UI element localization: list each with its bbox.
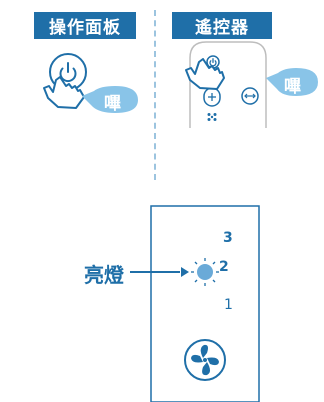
beep-label-left: 嗶 — [104, 94, 121, 114]
section-divider — [154, 10, 156, 180]
remote-plus-button[interactable] — [203, 87, 221, 107]
remote-swing-button[interactable] — [241, 87, 259, 105]
power-icon — [59, 62, 77, 83]
speed-level-3: 3 — [223, 230, 233, 246]
led-indicator-icon — [191, 258, 219, 286]
speed-level-1: 1 — [224, 297, 233, 313]
remote-header: 遙控器 — [172, 12, 272, 39]
beep-label-right: 嗶 — [284, 77, 301, 97]
plus-icon — [208, 93, 216, 101]
beep-bubble-left — [82, 86, 138, 113]
fan-icon — [191, 344, 219, 376]
led-callout-label: 亮燈 — [84, 263, 124, 287]
swing-icon — [244, 93, 256, 99]
fan-speed-button[interactable] — [184, 339, 226, 381]
panel-header: 操作面板 — [34, 12, 136, 39]
fan-icon — [207, 113, 217, 121]
beep-bubble-right — [266, 68, 318, 96]
hand-pointer-icon — [185, 58, 225, 90]
speed-level-2: 2 — [219, 259, 229, 275]
arrow-right-icon — [130, 267, 189, 277]
hand-pointer-icon — [43, 76, 85, 109]
